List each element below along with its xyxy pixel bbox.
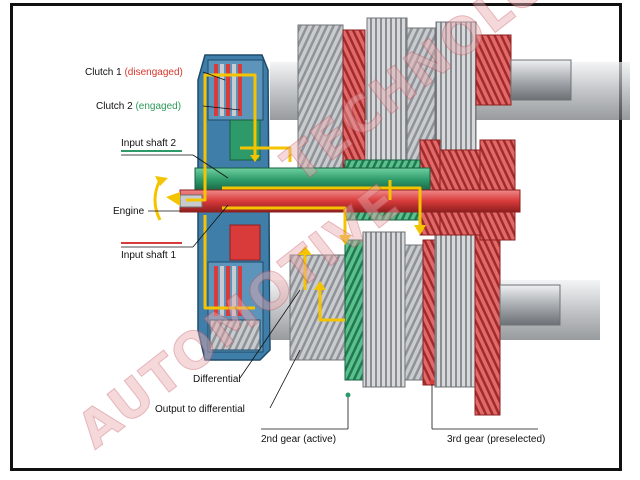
label-output-to-differential: Output to differential <box>155 404 245 415</box>
label-clutch1: Clutch 1 (disengaged) <box>85 67 183 78</box>
label-input-shaft-1: Input shaft 1 <box>121 250 176 261</box>
engine-rotation-arrow <box>153 179 162 221</box>
marker-2nd-gear <box>345 392 351 398</box>
engine-rotation-arrowhead <box>155 176 168 186</box>
label-clutch2-state: (engaged) <box>135 101 181 112</box>
label-2nd-gear: 2nd gear (active) <box>261 434 336 445</box>
label-engine: Engine <box>113 206 145 217</box>
clutch-plates-upper <box>214 64 242 116</box>
clutch-plates-lower <box>214 266 242 316</box>
label-3rd-gear: 3rd gear (preselected) <box>447 434 545 445</box>
upper-countershaft <box>270 17 630 181</box>
power-flow-path <box>186 73 422 322</box>
label-clutch2-name: Clutch 2 <box>96 101 133 112</box>
label-clutch1-name: Clutch 1 <box>85 67 122 78</box>
marker-3rd-gear <box>429 379 435 385</box>
leader-lines <box>121 71 538 430</box>
label-input-shaft-2: Input shaft 2 <box>121 138 176 149</box>
label-clutch2: Clutch 2 (engaged) <box>96 101 181 112</box>
power-flow-arrows <box>250 155 426 290</box>
label-differential: Differential <box>193 374 241 385</box>
engine-input-arrow <box>166 192 180 206</box>
label-clutch1-state: (disengaged) <box>124 67 182 78</box>
